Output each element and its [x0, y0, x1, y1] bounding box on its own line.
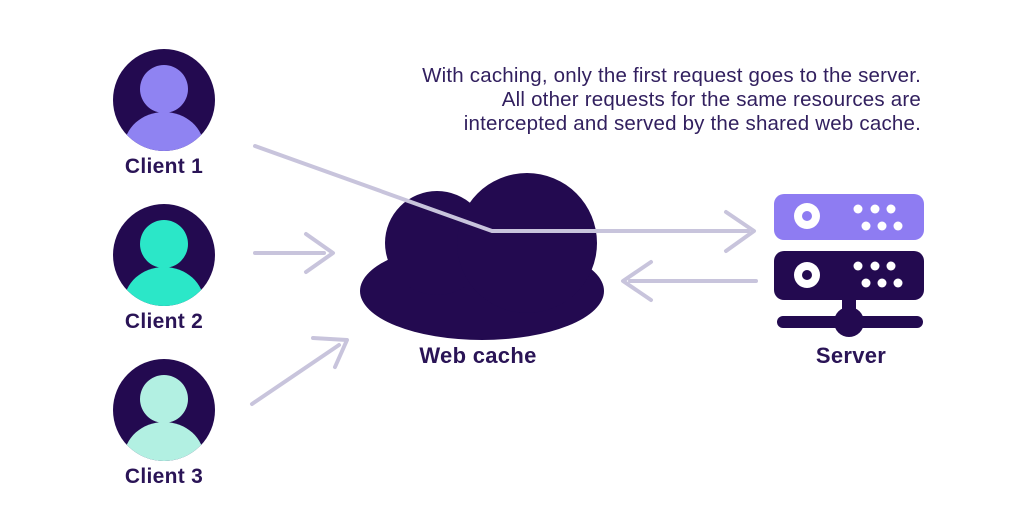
note-line: All other requests for the same resource… [501, 88, 921, 111]
arrowhead-upright-icon [311, 336, 349, 369]
cloud-icon [360, 173, 604, 340]
arrow-client3-to-cache [250, 336, 349, 406]
server-stand-hub [834, 307, 864, 337]
caching-note: With caching, only the first request goe… [361, 64, 921, 136]
arrow-client1-to-server [253, 144, 756, 253]
client-2-avatar [113, 204, 215, 306]
rack-dots [853, 261, 903, 288]
note-line: intercepted and served by the shared web… [463, 112, 921, 135]
request-arrows [250, 144, 758, 406]
arrow-client2-to-cache [253, 232, 335, 274]
person-icon [124, 220, 204, 306]
note-line: With caching, only the first request goe… [422, 64, 921, 87]
person-icon [124, 65, 204, 151]
server-label: Server [815, 343, 887, 368]
arrowhead-left-icon [621, 260, 653, 302]
server-rack-icon [774, 194, 924, 337]
arrow-server-to-cache [621, 260, 758, 302]
client-2-label: Client 2 [124, 310, 204, 333]
client-3-label: Client 3 [124, 465, 204, 488]
rack-power-light-hole [802, 270, 812, 280]
rack-dots [853, 204, 903, 231]
web-cache-label: Web cache [419, 343, 537, 368]
client-3-avatar [113, 359, 215, 461]
arrowhead-right-icon [304, 232, 335, 274]
client-1-avatar [113, 49, 215, 151]
person-icon [124, 375, 204, 461]
rack-power-light-hole [802, 211, 812, 221]
arrowhead-right-icon [724, 210, 756, 253]
client-1-label: Client 1 [124, 155, 204, 178]
server-bottom-rack-group [774, 251, 924, 337]
